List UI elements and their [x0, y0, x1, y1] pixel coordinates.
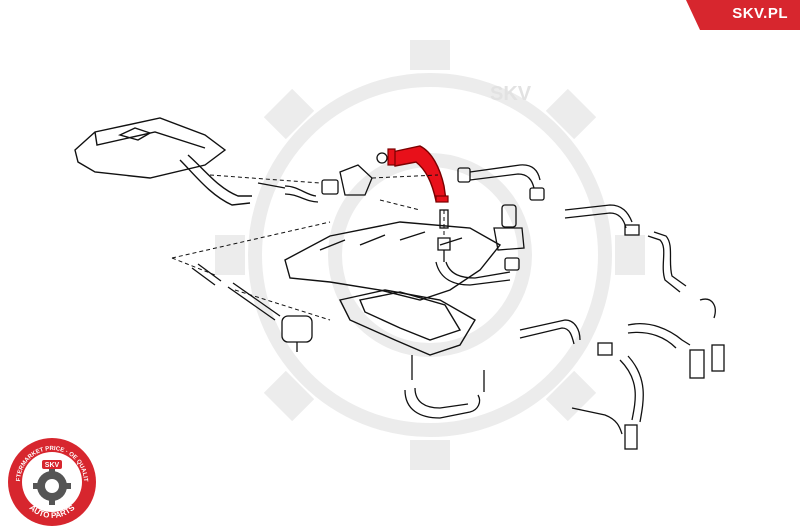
watermark-text: SKV — [490, 83, 532, 105]
valve-cover — [74, 117, 227, 179]
skv-seal-logo: AFTERMARKET PRICE · OE QUALITY AUTO PART… — [6, 436, 96, 526]
valve-actuator — [493, 204, 525, 271]
brand-tab: SKV.PL — [686, 0, 800, 30]
connector-hoses-top — [257, 152, 388, 203]
intake-manifold — [284, 221, 502, 356]
brand-site-label: SKV.PL — [732, 5, 788, 22]
pcv-valve — [435, 209, 511, 286]
gear-icon — [33, 467, 71, 505]
breather-hose-right — [457, 164, 545, 201]
middle-lower-hose — [519, 319, 613, 356]
right-hose-assembly — [564, 204, 725, 450]
vent-rods — [191, 263, 313, 352]
watermark-gear — [215, 40, 645, 470]
lower-hose — [404, 355, 485, 419]
breather-hose-left — [179, 154, 252, 206]
highlighted-hose — [387, 145, 449, 203]
seal-center-text: SKV — [45, 462, 60, 469]
